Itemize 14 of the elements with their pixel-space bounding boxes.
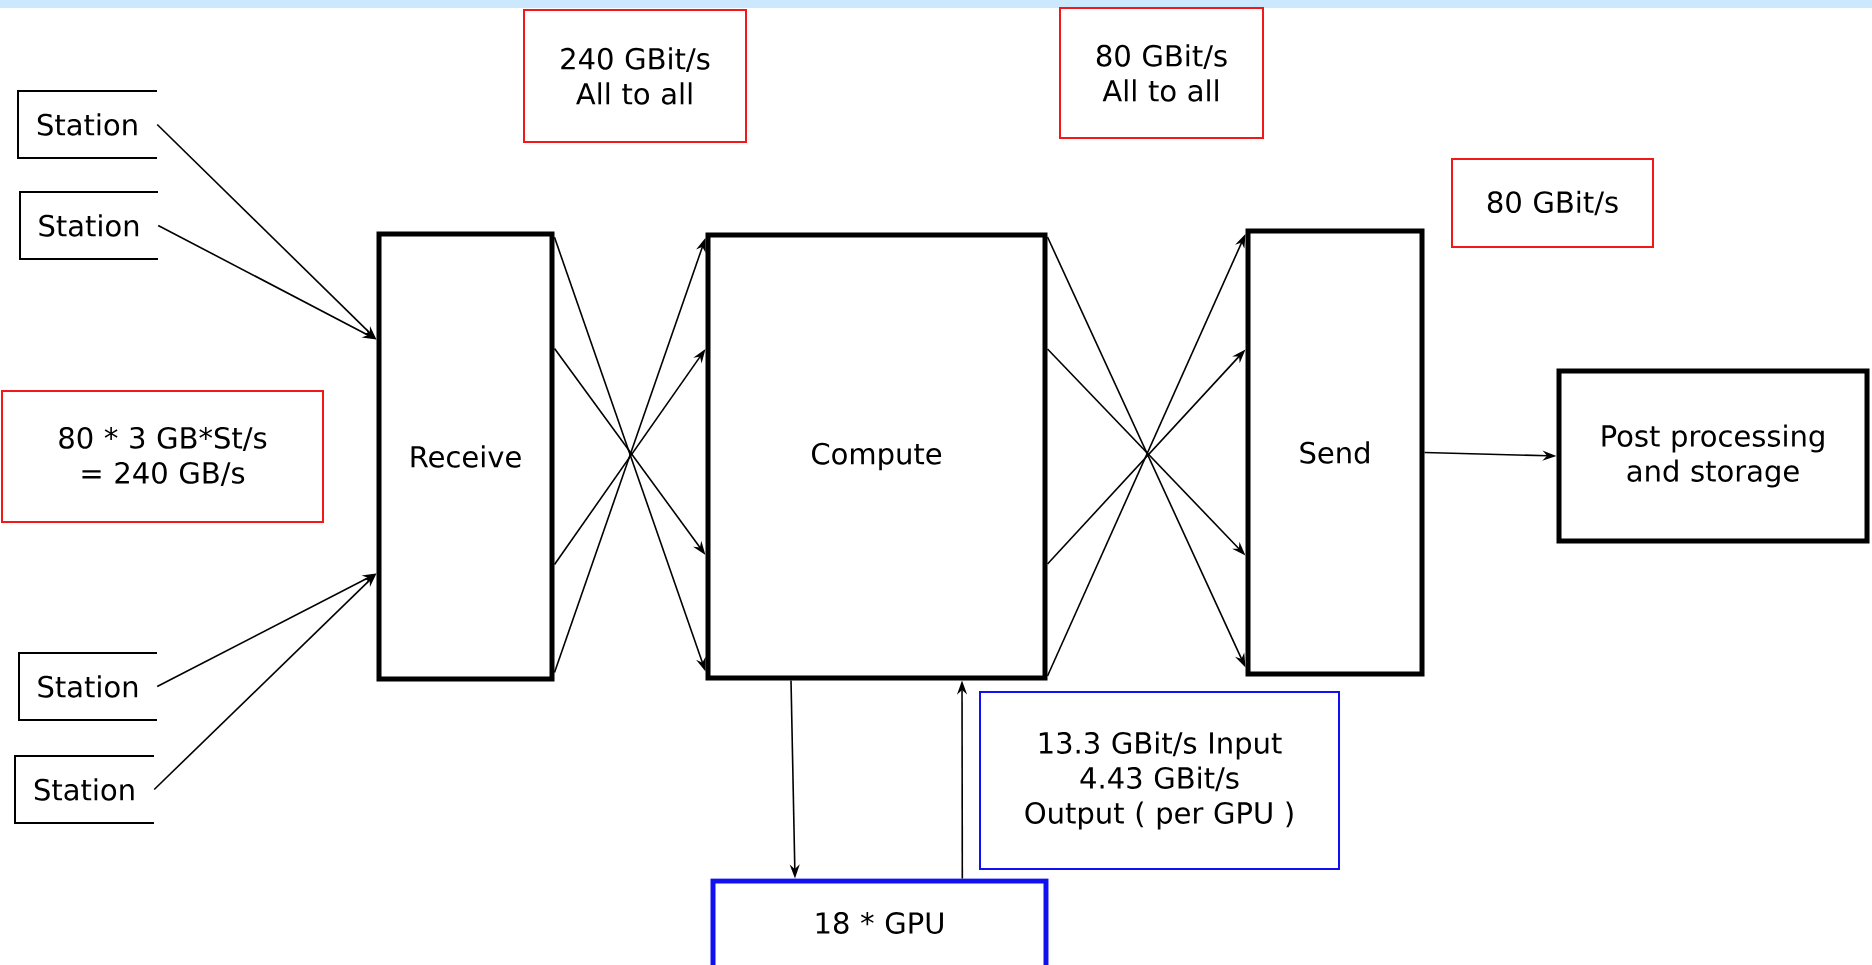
station-box: Station [18,652,158,721]
rate-box: 80 * 3 GB*St/s = 240 GB/s [1,390,324,523]
rate-box: 80 GBit/s [1451,158,1654,248]
rate-box: 240 GBit/s All to all [523,9,747,143]
station-box: Station [19,191,159,260]
rate-box: 13.3 GBit/s Input 4.43 GBit/s Output ( per GPU ) [979,691,1340,870]
process-box: Send [1245,228,1425,677]
station-box: Station [14,755,155,824]
process-box: Post processing and storage [1556,368,1870,544]
station-box: Station [17,90,158,159]
rate-box: 80 GBit/s All to all [1059,7,1264,139]
gpu-box: 18 * GPU [710,878,1049,965]
process-box: Receive [376,231,555,682]
process-box: Compute [705,232,1048,681]
